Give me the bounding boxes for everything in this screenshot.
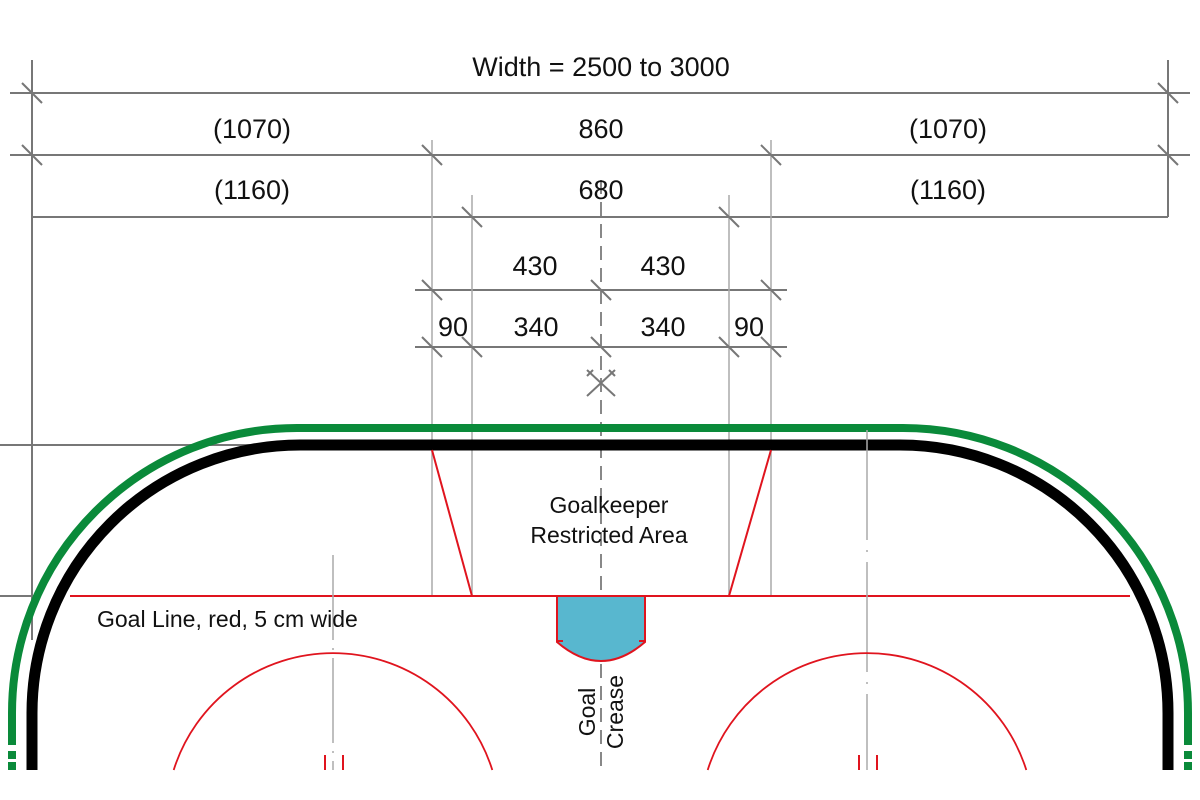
dim-row1-center: 860: [578, 114, 623, 144]
restricted-area-left: [431, 449, 473, 597]
dim-row4-outer-right: 90: [734, 312, 764, 342]
board-black-line: [26, 439, 1174, 770]
crease-label-2: Crease: [602, 675, 628, 749]
width-title: Width = 2500 to 3000: [472, 52, 729, 82]
restricted-area-label-2: Restricted Area: [530, 522, 687, 548]
center-mark-icon: [586, 369, 616, 397]
dim-row3-left: 430: [512, 251, 557, 281]
faceoff-circle-left: [172, 652, 494, 771]
outer-green-line: [7, 424, 1192, 745]
dim-row2-right: (1160): [910, 175, 986, 205]
dim-row4-left: 340: [513, 312, 558, 342]
dim-row2-center: 680: [578, 175, 623, 205]
dim-row4-right: 340: [640, 312, 685, 342]
restricted-area-right: [728, 449, 772, 597]
dimension-lines: [0, 60, 1190, 770]
hash-marks: [324, 755, 878, 770]
crease-label-1: Goal: [574, 688, 600, 737]
goal-line-label: Goal Line, red, 5 cm wide: [97, 606, 358, 632]
dim-row2-left: (1160): [214, 175, 290, 205]
goal-crease: [556, 595, 646, 662]
dim-row4-outer-left: 90: [438, 312, 468, 342]
dim-row1-right: (1070): [909, 114, 987, 144]
green-dashes: [8, 751, 1192, 770]
dim-row3-right: 430: [640, 251, 685, 281]
dim-row1-left: (1070): [213, 114, 291, 144]
faceoff-circle-right: [706, 652, 1028, 771]
restricted-area-label-1: Goalkeeper: [550, 492, 669, 518]
